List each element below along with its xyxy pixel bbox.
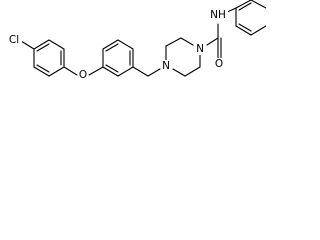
- benzene-ring-bond: [102, 66, 119, 77]
- piperazine-nitrogen-left-label-mask: [161, 60, 171, 72]
- benzene-ring-bond: [117, 39, 134, 50]
- chlorine-label: Cl: [9, 34, 19, 46]
- ether-bond: [88, 66, 104, 76]
- piperazine-bond: [180, 37, 194, 46]
- phenyl-ring-bond: [250, 0, 266, 9]
- amide-nitrogen-label: NH: [210, 9, 226, 21]
- chlorophenyl-ring-bond: [48, 39, 65, 50]
- benzene-ring-bond: [117, 66, 134, 77]
- piperazine-nitrogen-right-label: N: [196, 43, 204, 55]
- piperazine-bond: [184, 66, 201, 77]
- chlorine-label-mask: [8, 34, 22, 46]
- carbonyl-oxygen-label: O: [215, 58, 223, 70]
- benzene-double-bond: [105, 43, 119, 52]
- ether-oxygen-label: O: [79, 69, 87, 81]
- piperazine-bond: [172, 68, 186, 77]
- piperazine-nitrogen-right-label-mask: [195, 43, 205, 55]
- piperazine-bond: [165, 37, 182, 47]
- chlorophenyl-ring-bond: [33, 39, 50, 50]
- amide-nitrogen-label-mask: [208, 9, 228, 21]
- benzene-double-bond: [105, 64, 119, 73]
- piperazine-nitrogen-left-label: N: [162, 60, 170, 72]
- chlorophenyl-ring-bond: [33, 66, 50, 77]
- chlorophenyl-ring-bond: [48, 66, 65, 77]
- phenyl-ring-bond: [235, 0, 252, 9]
- ether-oxygen-label-mask: [78, 69, 88, 81]
- phenyl-ring-bond: [235, 25, 252, 36]
- chlorophenyl-double-bond: [36, 43, 50, 52]
- amide-carbon-bond: [206, 37, 219, 46]
- bond-lines: [20, 0, 266, 77]
- chlorophenyl-double-bond: [36, 64, 50, 73]
- atom-labels: Cl O N N NH O: [8, 9, 228, 81]
- phenyl-double-bond: [238, 23, 252, 32]
- chlorine-bond: [20, 40, 35, 50]
- phenyl-double-bond: [238, 2, 252, 11]
- benzene-ring-bond: [102, 39, 119, 50]
- phenyl-ring-bond: [250, 25, 266, 36]
- carbonyl-oxygen-label-mask: [214, 58, 224, 70]
- molecule-structure: Cl O N N NH O: [8, 0, 266, 81]
- methylene-bond: [147, 68, 161, 77]
- ether-bond: [63, 66, 78, 76]
- methylene-bond: [132, 66, 149, 77]
